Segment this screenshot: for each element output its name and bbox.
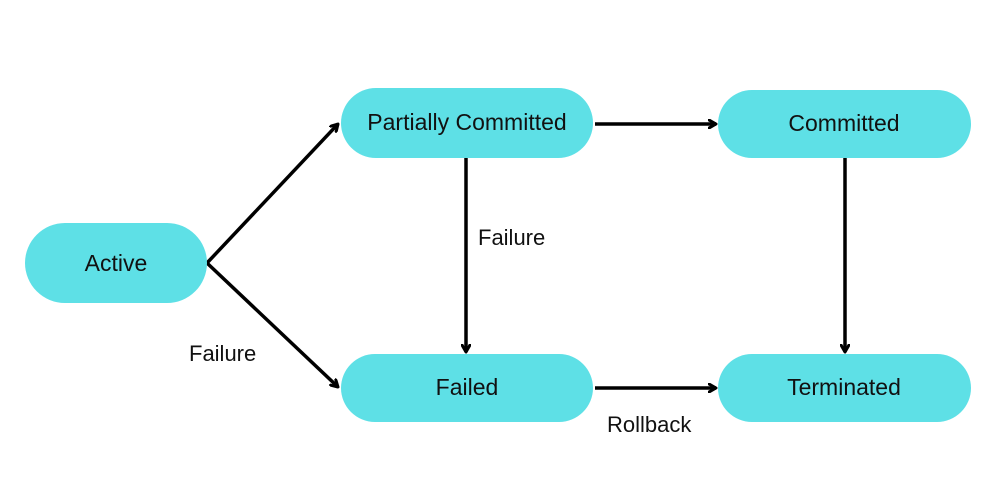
edge-label-partial-to-failed: Failure bbox=[478, 225, 545, 250]
edge-label-active-to-failed: Failure bbox=[189, 341, 256, 366]
node-failed-shape bbox=[341, 354, 593, 422]
edge-label-failed-to-terminated: Rollback bbox=[607, 412, 692, 437]
node-partially-committed: Partially Committed bbox=[341, 88, 593, 158]
edge-active-to-partially-committed bbox=[205, 124, 338, 265]
edges bbox=[205, 124, 845, 388]
node-active: Active bbox=[25, 223, 207, 303]
node-failed: Failed bbox=[341, 354, 593, 422]
node-terminated-label: Terminated bbox=[787, 374, 901, 400]
node-terminated-shape bbox=[718, 354, 971, 422]
node-failed-label: Failed bbox=[436, 374, 499, 400]
node-terminated: Terminated bbox=[718, 354, 971, 422]
edge-active-to-failed bbox=[205, 261, 338, 387]
node-active-shape bbox=[25, 223, 207, 303]
node-committed: Committed bbox=[718, 90, 971, 158]
node-committed-shape bbox=[718, 90, 971, 158]
node-partially-committed-shape bbox=[341, 88, 593, 158]
node-active-label: Active bbox=[85, 250, 148, 276]
node-committed-label: Committed bbox=[788, 110, 899, 136]
node-partially-committed-label: Partially Committed bbox=[367, 109, 566, 135]
